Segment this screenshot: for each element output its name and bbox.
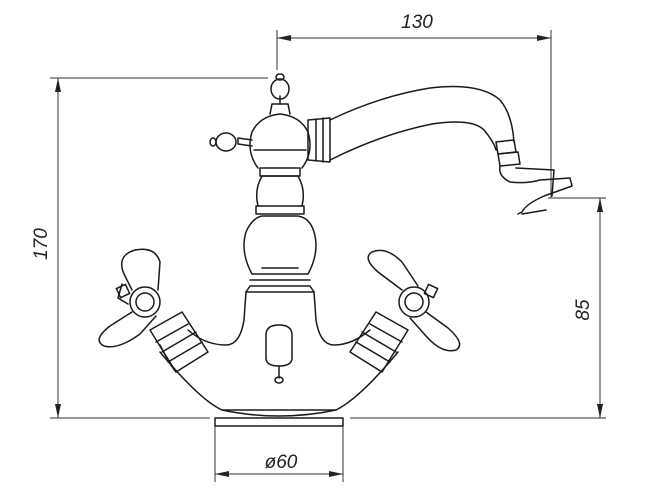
dim-label-total-height: 170 [31, 228, 52, 260]
dim-label-base-diameter: ø60 [265, 452, 298, 473]
faucet-outline [98, 73, 573, 427]
side-knob [209, 132, 253, 152]
dimension-spout-reach: 130 [276, 12, 552, 198]
dimension-spout-height: 85 [350, 197, 606, 419]
spout [307, 85, 573, 215]
right-cross-handle [367, 249, 461, 352]
left-valve-housing [149, 311, 209, 373]
dim-label-spout-height: 85 [573, 299, 594, 321]
left-cross-handle [98, 248, 161, 348]
central-column [243, 113, 317, 293]
dimension-total-height: 170 [31, 77, 268, 419]
dim-label-spout-reach: 130 [401, 12, 433, 33]
top-knob [269, 73, 291, 115]
right-valve-housing [349, 311, 409, 373]
faucet-main-body [159, 291, 399, 411]
faucet-base [214, 409, 344, 427]
dimension-base-diameter: ø60 [214, 420, 344, 482]
